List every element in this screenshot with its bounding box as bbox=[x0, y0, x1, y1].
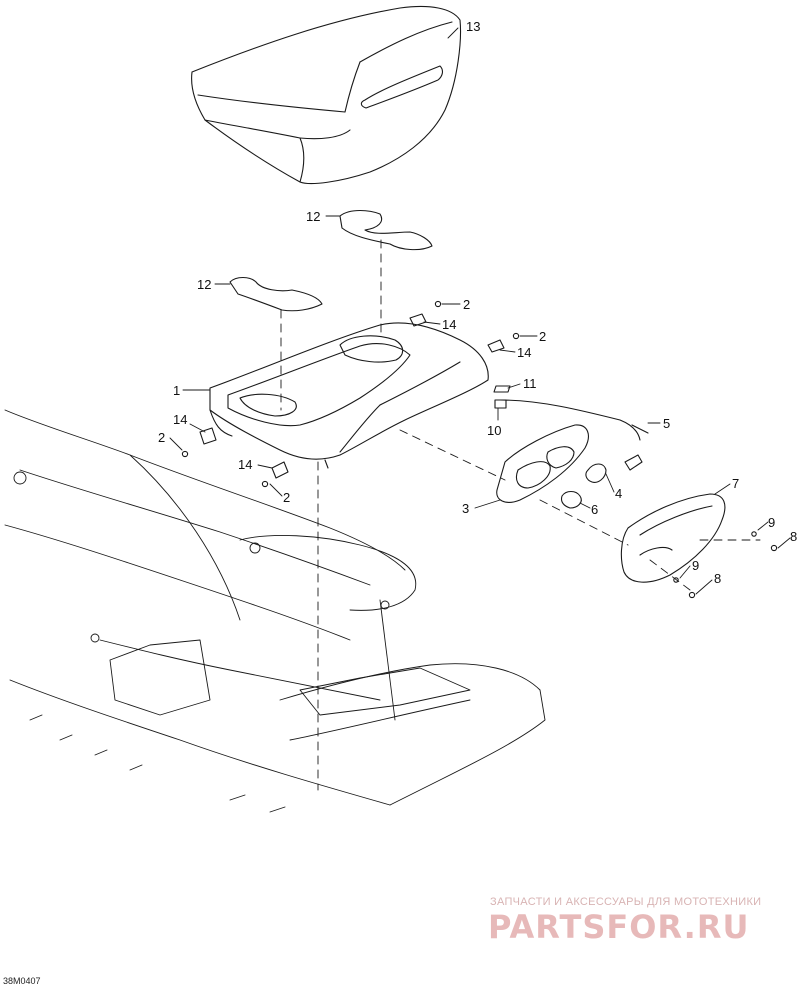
callout-14: 14 bbox=[442, 317, 456, 332]
seat-cushion bbox=[191, 5, 462, 185]
callout-11: 11 bbox=[523, 376, 537, 391]
callout-14: 14 bbox=[517, 345, 531, 360]
bulb-socket bbox=[624, 454, 643, 471]
callout-6: 6 bbox=[591, 502, 598, 517]
socket-gasket bbox=[585, 463, 607, 483]
callout-2: 2 bbox=[539, 329, 546, 344]
watermark-brand: PARTSFOR.RU bbox=[488, 908, 750, 946]
callout-13: 13 bbox=[466, 19, 480, 34]
bulb bbox=[560, 490, 582, 509]
callout-8: 8 bbox=[714, 571, 721, 586]
callout-1: 1 bbox=[173, 383, 180, 398]
leader-lines bbox=[169, 27, 791, 595]
callout-2: 2 bbox=[463, 297, 470, 312]
callout-9: 9 bbox=[692, 558, 699, 573]
fasteners bbox=[181, 300, 778, 599]
callout-12: 12 bbox=[306, 209, 320, 224]
callout-4: 4 bbox=[615, 486, 622, 501]
diagram-reference-code: 38M0407 bbox=[3, 976, 41, 986]
callout-14: 14 bbox=[173, 412, 187, 427]
shim-lower bbox=[229, 276, 323, 312]
callout-8: 8 bbox=[790, 529, 797, 544]
callout-10: 10 bbox=[487, 423, 501, 438]
callout-3: 3 bbox=[462, 501, 469, 516]
callout-5: 5 bbox=[663, 416, 670, 431]
callout-9: 9 bbox=[768, 515, 775, 530]
taillight-lens bbox=[620, 493, 726, 583]
callout-2: 2 bbox=[158, 430, 165, 445]
callout-7: 7 bbox=[732, 476, 739, 491]
callout-14: 14 bbox=[238, 457, 252, 472]
watermark-tagline: ЗАПЧАСТИ И АКСЕССУАРЫ ДЛЯ МОТОТЕХНИКИ bbox=[490, 896, 762, 908]
tail-tray bbox=[209, 322, 489, 469]
chassis-frame bbox=[4, 409, 546, 813]
shim-upper bbox=[339, 209, 433, 251]
taillight-housing bbox=[496, 424, 589, 503]
callout-2: 2 bbox=[283, 490, 290, 505]
wiring-harness bbox=[499, 399, 649, 441]
callout-12: 12 bbox=[197, 277, 211, 292]
callout-labels: 13 12 12 2 14 2 14 11 10 1 14 2 14 2 5 4… bbox=[158, 19, 797, 586]
alignment-lines bbox=[280, 239, 761, 791]
